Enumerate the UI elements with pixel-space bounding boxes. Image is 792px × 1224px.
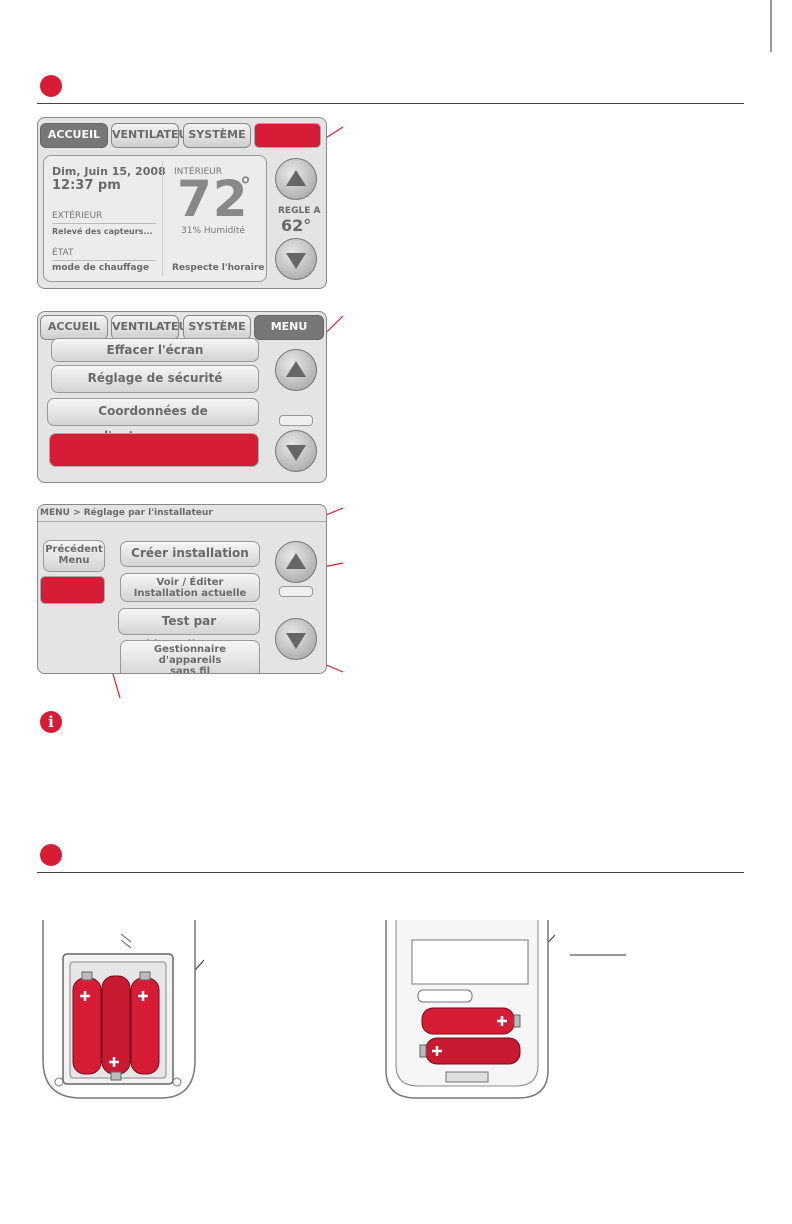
state-value: mode de chauffage	[52, 263, 150, 273]
section-rule	[37, 872, 744, 873]
button-label: Installation actuelle	[133, 588, 247, 599]
outdoor-value: Relevé des capteurs...	[52, 227, 153, 236]
section-marker-icon	[40, 844, 62, 866]
scroll-down-button[interactable]	[275, 430, 317, 472]
button-label: sans fil	[169, 666, 211, 674]
back-highlight[interactable]	[40, 576, 105, 604]
info-icon: i	[40, 711, 62, 733]
aa-battery	[72, 971, 102, 1075]
menu-item-label: Réglage de sécurité	[87, 371, 223, 385]
tab-systeme[interactable]: SYSTÈME	[183, 315, 251, 340]
state-divider	[52, 260, 156, 261]
menu-item-label: Effacer l'écran	[106, 343, 204, 357]
button-label: Voir / Éditer	[156, 577, 224, 588]
installer-setup-highlight[interactable]	[49, 433, 259, 467]
tab-systeme[interactable]: SYSTÈME	[183, 123, 251, 148]
create-setup-button[interactable]: Créer installation	[120, 541, 260, 567]
menu-tab-highlight[interactable]	[254, 123, 321, 148]
tab-ventilateur[interactable]: VENTILATEUR	[111, 315, 196, 340]
button-label: Gestionnaire d'appareils	[153, 644, 227, 666]
section-marker-icon	[40, 75, 62, 97]
aaa-battery	[419, 1037, 521, 1065]
menu-item-security[interactable]: Réglage de sécurité	[51, 365, 259, 393]
humidity-text: 31% Humidité	[181, 226, 245, 236]
wireless-manager-button[interactable]: Gestionnaire d'appareils sans fil	[120, 640, 260, 674]
tab-accueil[interactable]: ACCUEIL	[40, 123, 108, 148]
breadcrumb: MENU > Réglage par l'installateur	[40, 508, 213, 518]
scroll-indicator	[279, 586, 313, 597]
tab-menu[interactable]: MENU	[254, 315, 324, 340]
temp-down-button[interactable]	[275, 238, 317, 280]
state-label: ÉTAT	[52, 248, 74, 258]
section-rule	[37, 103, 744, 104]
arrow-down-icon	[286, 633, 306, 649]
scroll-down-button[interactable]	[275, 618, 317, 660]
tab-ventilateur[interactable]: VENTILATEUR	[111, 123, 196, 148]
thermostat-menu-screen: ACCUEIL VENTILATEUR SYSTÈME MENU Effacer…	[37, 311, 327, 483]
setpoint-value: 62°	[281, 216, 312, 235]
setpoint-label: REGLE A	[278, 206, 321, 216]
previous-menu-button[interactable]: Précédent Menu	[43, 540, 105, 572]
temp-up-button[interactable]	[275, 158, 317, 200]
status-divider	[162, 161, 163, 276]
scroll-up-button[interactable]	[275, 349, 317, 391]
battery-plus-icon	[432, 1016, 507, 1056]
remote-battery-compartment	[385, 920, 549, 1099]
scroll-up-button[interactable]	[275, 541, 317, 583]
arrow-up-icon	[286, 361, 306, 377]
date-text: Dim, Juin 15, 2008	[52, 165, 166, 178]
view-edit-setup-button[interactable]: Voir / Éditer Installation actuelle	[120, 573, 260, 602]
schedule-text: Respecte l'horaire	[172, 263, 265, 273]
outdoor-label: EXTÉRIEUR	[52, 211, 103, 221]
tab-accueil[interactable]: ACCUEIL	[40, 315, 108, 340]
time-text: 12:37 pm	[52, 178, 121, 193]
installer-test-button[interactable]: Test par l'installateur	[118, 608, 260, 652]
aa-battery	[101, 975, 131, 1081]
status-area: Dim, Juin 15, 2008 12:37 pm EXTÉRIEUR Re…	[43, 155, 267, 282]
arrow-down-icon	[286, 253, 306, 269]
thermostat-home-screen: ACCUEIL VENTILATEUR SYSTÈME Dim, Juin 15…	[37, 117, 327, 289]
aa-battery	[130, 971, 160, 1075]
menu-item-contractor[interactable]: Coordonnées de l'entrepreneur	[47, 398, 259, 443]
aaa-battery	[421, 1007, 521, 1035]
arrow-up-icon	[286, 553, 306, 569]
menu-label: Menu	[58, 555, 90, 566]
installer-setup-screen: MENU > Réglage par l'installateur Précéd…	[37, 504, 327, 674]
battery-plus-icon	[80, 991, 148, 1067]
degree-symbol: °	[240, 174, 251, 199]
arrow-up-icon	[286, 170, 306, 186]
button-label: Créer installation	[131, 546, 249, 560]
outdoor-divider	[52, 223, 156, 224]
arrow-down-icon	[286, 445, 306, 461]
previous-label: Précédent	[45, 544, 103, 555]
thermostat-battery-compartment	[42, 920, 196, 1099]
breadcrumb-divider	[38, 521, 326, 522]
indoor-label: INTÉRIEUR	[174, 167, 223, 177]
menu-item-clear-screen[interactable]: Effacer l'écran	[51, 338, 259, 362]
scroll-indicator	[279, 415, 313, 426]
indoor-temperature: 72	[177, 170, 249, 228]
